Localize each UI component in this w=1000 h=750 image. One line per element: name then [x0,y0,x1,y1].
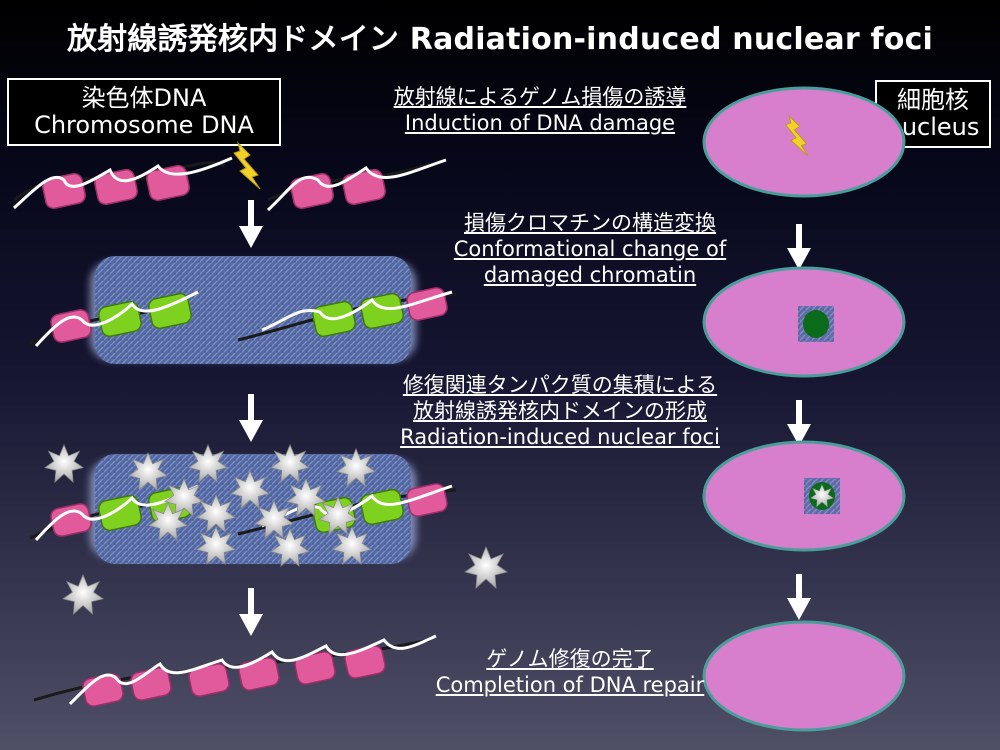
step-caption-en: damaged chromatin [483,263,697,287]
chromatin-fiber-intact-right [266,158,447,212]
repair-protein-star [62,574,104,615]
chromosome-dna-label: 染色体DNA Chromosome DNA [7,78,281,146]
step-caption-foci-formation: 修復関連タンパク質の集積による 放射線誘発核内ドメインの形成 Radiation… [340,372,780,450]
nucleosome-green [98,292,404,338]
step-caption-conformational-change: 損傷クロマチンの構造変換 Conformational change of da… [380,210,800,288]
step-caption-jp: ゲノム修復の完了 [486,647,654,671]
flow-arrow-down [787,224,811,270]
step-caption-jp: 損傷クロマチンの構造変換 [464,211,716,235]
flow-arrow-down [239,394,263,442]
flow-arrow-down [787,400,811,446]
repair-protein-star [464,546,508,589]
page-title: 放射線誘発核内ドメイン Radiation-induced nuclear fo… [66,22,934,57]
chromatin-domain-box [95,256,411,364]
focus-dot [803,310,829,338]
step-caption-en: Completion of DNA repair [435,673,705,697]
nucleus-cell [702,440,906,552]
step-caption-induction: 放射線によるゲノム損傷の誘導 Induction of DNA damage [330,84,750,136]
step-caption-jp: 修復関連タンパク質の集積による [402,373,718,397]
step-caption-jp: 放射線誘発核内ドメインの形成 [413,399,707,423]
radiation-lightning-icon [233,142,261,190]
step-caption-en: Radiation-induced nuclear foci [400,425,720,449]
chromosome-dna-label-jp: 染色体DNA [81,84,207,112]
flow-arrow-down [787,574,811,620]
chromatin-fiber-damaged [29,287,457,348]
step-caption-repair-completion: ゲノム修復の完了 Completion of DNA repair [370,646,770,698]
chromatin-fiber-intact-left [12,156,233,210]
nucleus-label-jp: 細胞核 [897,86,969,114]
flow-arrow-down [239,200,263,248]
step-caption-jp: 放射線によるゲノム損傷の誘導 [393,85,687,109]
step-caption-en: Conformational change of [453,237,727,261]
flow-arrow-down [239,588,263,636]
nucleosome-pink [82,645,386,707]
repair-protein-star [44,444,84,483]
chromosome-dna-label-en: Chromosome DNA [34,111,254,139]
step-caption-en: Induction of DNA damage [404,111,676,135]
nucleus-cell [702,86,906,198]
nucleus-cell [702,266,906,378]
chromatin-fiber-repaired [33,634,437,707]
nucleus-cell [702,620,906,732]
nucleosome-pink [42,164,190,210]
